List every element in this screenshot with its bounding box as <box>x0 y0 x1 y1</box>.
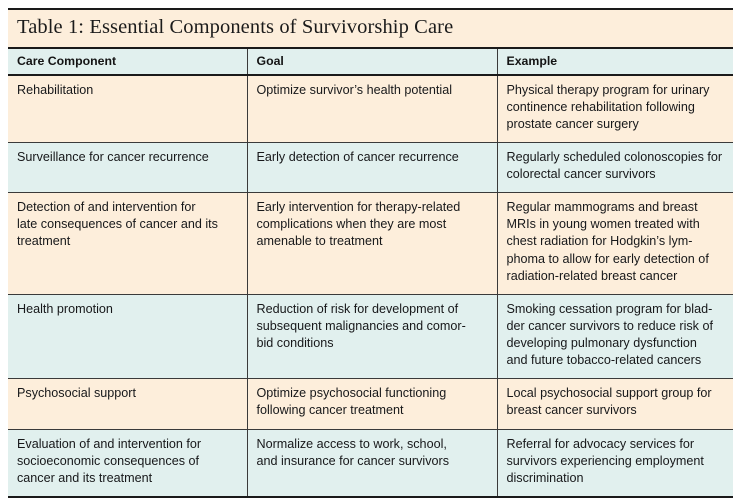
cell-text-line: survivors experiencing employment <box>506 453 704 468</box>
cell-care-component: Surveillance for cancer recurrence <box>8 142 248 194</box>
cell-care-component: Psychosocial support <box>8 378 248 430</box>
cell-text-line: and insurance for cancer survivors <box>256 453 450 468</box>
cell-text-line: Early detection of cancer recurrence <box>256 149 459 164</box>
cell-example: Physical therapy program for urinary cont… <box>497 74 734 143</box>
table-row: Rehabilitation Optimize survivor’s health… <box>8 74 734 143</box>
cell-text-line: Referral for advocacy services for <box>506 436 695 451</box>
cell-text-line: MRIs in young women treated with <box>506 217 700 232</box>
cell-text-line: late consequences of cancer and its <box>17 217 218 232</box>
table-container: Table 1: Essential Components of Survivo… <box>8 8 734 498</box>
column-header-goal: Goal <box>247 47 498 76</box>
cell-text-line: Rehabilitation <box>17 82 94 97</box>
cell-text-line: chest radiation for Hodgkin’s lym- <box>506 234 693 249</box>
cell-goal: Optimize psychosocial functioning followi… <box>247 378 498 430</box>
cell-text-line: developing pulmonary dysfunction <box>506 336 697 351</box>
cell-example: Local psychosocial support group for brea… <box>497 378 734 430</box>
table-row: Detection of and intervention for late co… <box>8 192 734 295</box>
cell-text-line: complications when they are most <box>256 217 447 232</box>
cell-example: Referral for advocacy services for surviv… <box>497 429 734 497</box>
cell-text-line: radiation-related breast cancer <box>506 268 678 283</box>
table-row: Surveillance for cancer recurrence Early … <box>8 142 734 194</box>
cell-example: Smoking cessation program for blad-der c… <box>497 294 734 380</box>
cell-text-line: der cancer survivors to reduce risk of <box>506 318 713 333</box>
cell-text-line: socioeconomic consequences of <box>17 453 200 468</box>
cell-goal: Normalize access to work, school, and ins… <box>247 429 498 497</box>
cell-goal: Optimize survivor’s health potential <box>247 74 498 143</box>
table-row: Evaluation of and intervention for socioe… <box>8 429 734 497</box>
table-title-row: Table 1: Essential Components of Survivo… <box>8 9 734 49</box>
cell-text-line: Optimize psychosocial functioning <box>256 386 447 401</box>
cell-text-line: amenable to treatment <box>256 234 383 249</box>
cell-text-line: discrimination <box>506 470 584 485</box>
cell-text-line: Surveillance for cancer recurrence <box>17 149 209 164</box>
cell-text-line: Early intervention for therapy-related <box>256 200 461 215</box>
cell-goal: Early intervention for therapy-related co… <box>247 192 498 295</box>
survivorship-care-table: Table 1: Essential Components of Survivo… <box>8 8 734 498</box>
cell-goal: Reduction of risk for development of subs… <box>247 294 498 380</box>
cell-example: Regularly scheduled colonoscopies for col… <box>497 142 734 194</box>
cell-text-line: treatment <box>17 234 71 249</box>
cell-care-component: Health promotion <box>8 294 248 380</box>
cell-text-line: Health promotion <box>17 301 113 316</box>
cell-text-line: breast cancer survivors <box>506 403 637 418</box>
table-title-cell: Table 1: Essential Components of Survivo… <box>8 9 734 49</box>
cell-text-line: continence rehabilitation following <box>506 99 695 114</box>
cell-text-line: and future tobacco-related cancers <box>506 353 702 368</box>
cell-text-line: Local psychosocial support group for <box>506 386 712 401</box>
cell-text-line: Normalize access to work, school, <box>256 436 447 451</box>
table-rows-host: Rehabilitation Optimize survivor’s health… <box>8 74 734 497</box>
page-title: Table 1: Essential Components of Survivo… <box>17 16 454 38</box>
cell-care-component: Rehabilitation <box>8 74 248 143</box>
cell-text-line: Psychosocial support <box>17 386 137 401</box>
cell-text-line: Smoking cessation program for blad- <box>506 301 713 316</box>
cell-goal: Early detection of cancer recurrence <box>247 142 498 194</box>
cell-text-line: Regularly scheduled colonoscopies for <box>506 149 723 164</box>
cell-text-line: colorectal cancer survivors <box>506 167 656 182</box>
table-body: Table 1: Essential Components of Survivo… <box>8 9 734 76</box>
cell-text-line: phoma to allow for early detection of <box>506 251 709 266</box>
table-header-row: Care Component Goal Example <box>8 47 734 76</box>
cell-text-line: Optimize survivor’s health potential <box>256 82 453 97</box>
column-header-care-component: Care Component <box>8 47 248 76</box>
cell-text-line: prostate cancer surgery <box>506 116 639 131</box>
cell-text-line: Physical therapy program for urinary <box>506 82 710 97</box>
cell-care-component: Detection of and intervention for late co… <box>8 192 248 295</box>
table-row: Psychosocial support Optimize psychosocia… <box>8 378 734 430</box>
table-row: Health promotion Reduction of risk for de… <box>8 294 734 380</box>
cell-text-line: Detection of and intervention for <box>17 200 196 215</box>
cell-text-line: bid conditions <box>256 336 334 351</box>
cell-text-line: subsequent malignancies and comor- <box>256 318 466 333</box>
cell-text-line: Regular mammograms and breast <box>506 200 698 215</box>
cell-care-component: Evaluation of and intervention for socioe… <box>8 429 248 497</box>
cell-text-line: Reduction of risk for development of <box>256 301 459 316</box>
column-header-example: Example <box>497 47 734 76</box>
cell-text-line: Evaluation of and intervention for <box>17 436 202 451</box>
cell-text-line: following cancer treatment <box>256 403 404 418</box>
cell-text-line: cancer and its treatment <box>17 470 153 485</box>
